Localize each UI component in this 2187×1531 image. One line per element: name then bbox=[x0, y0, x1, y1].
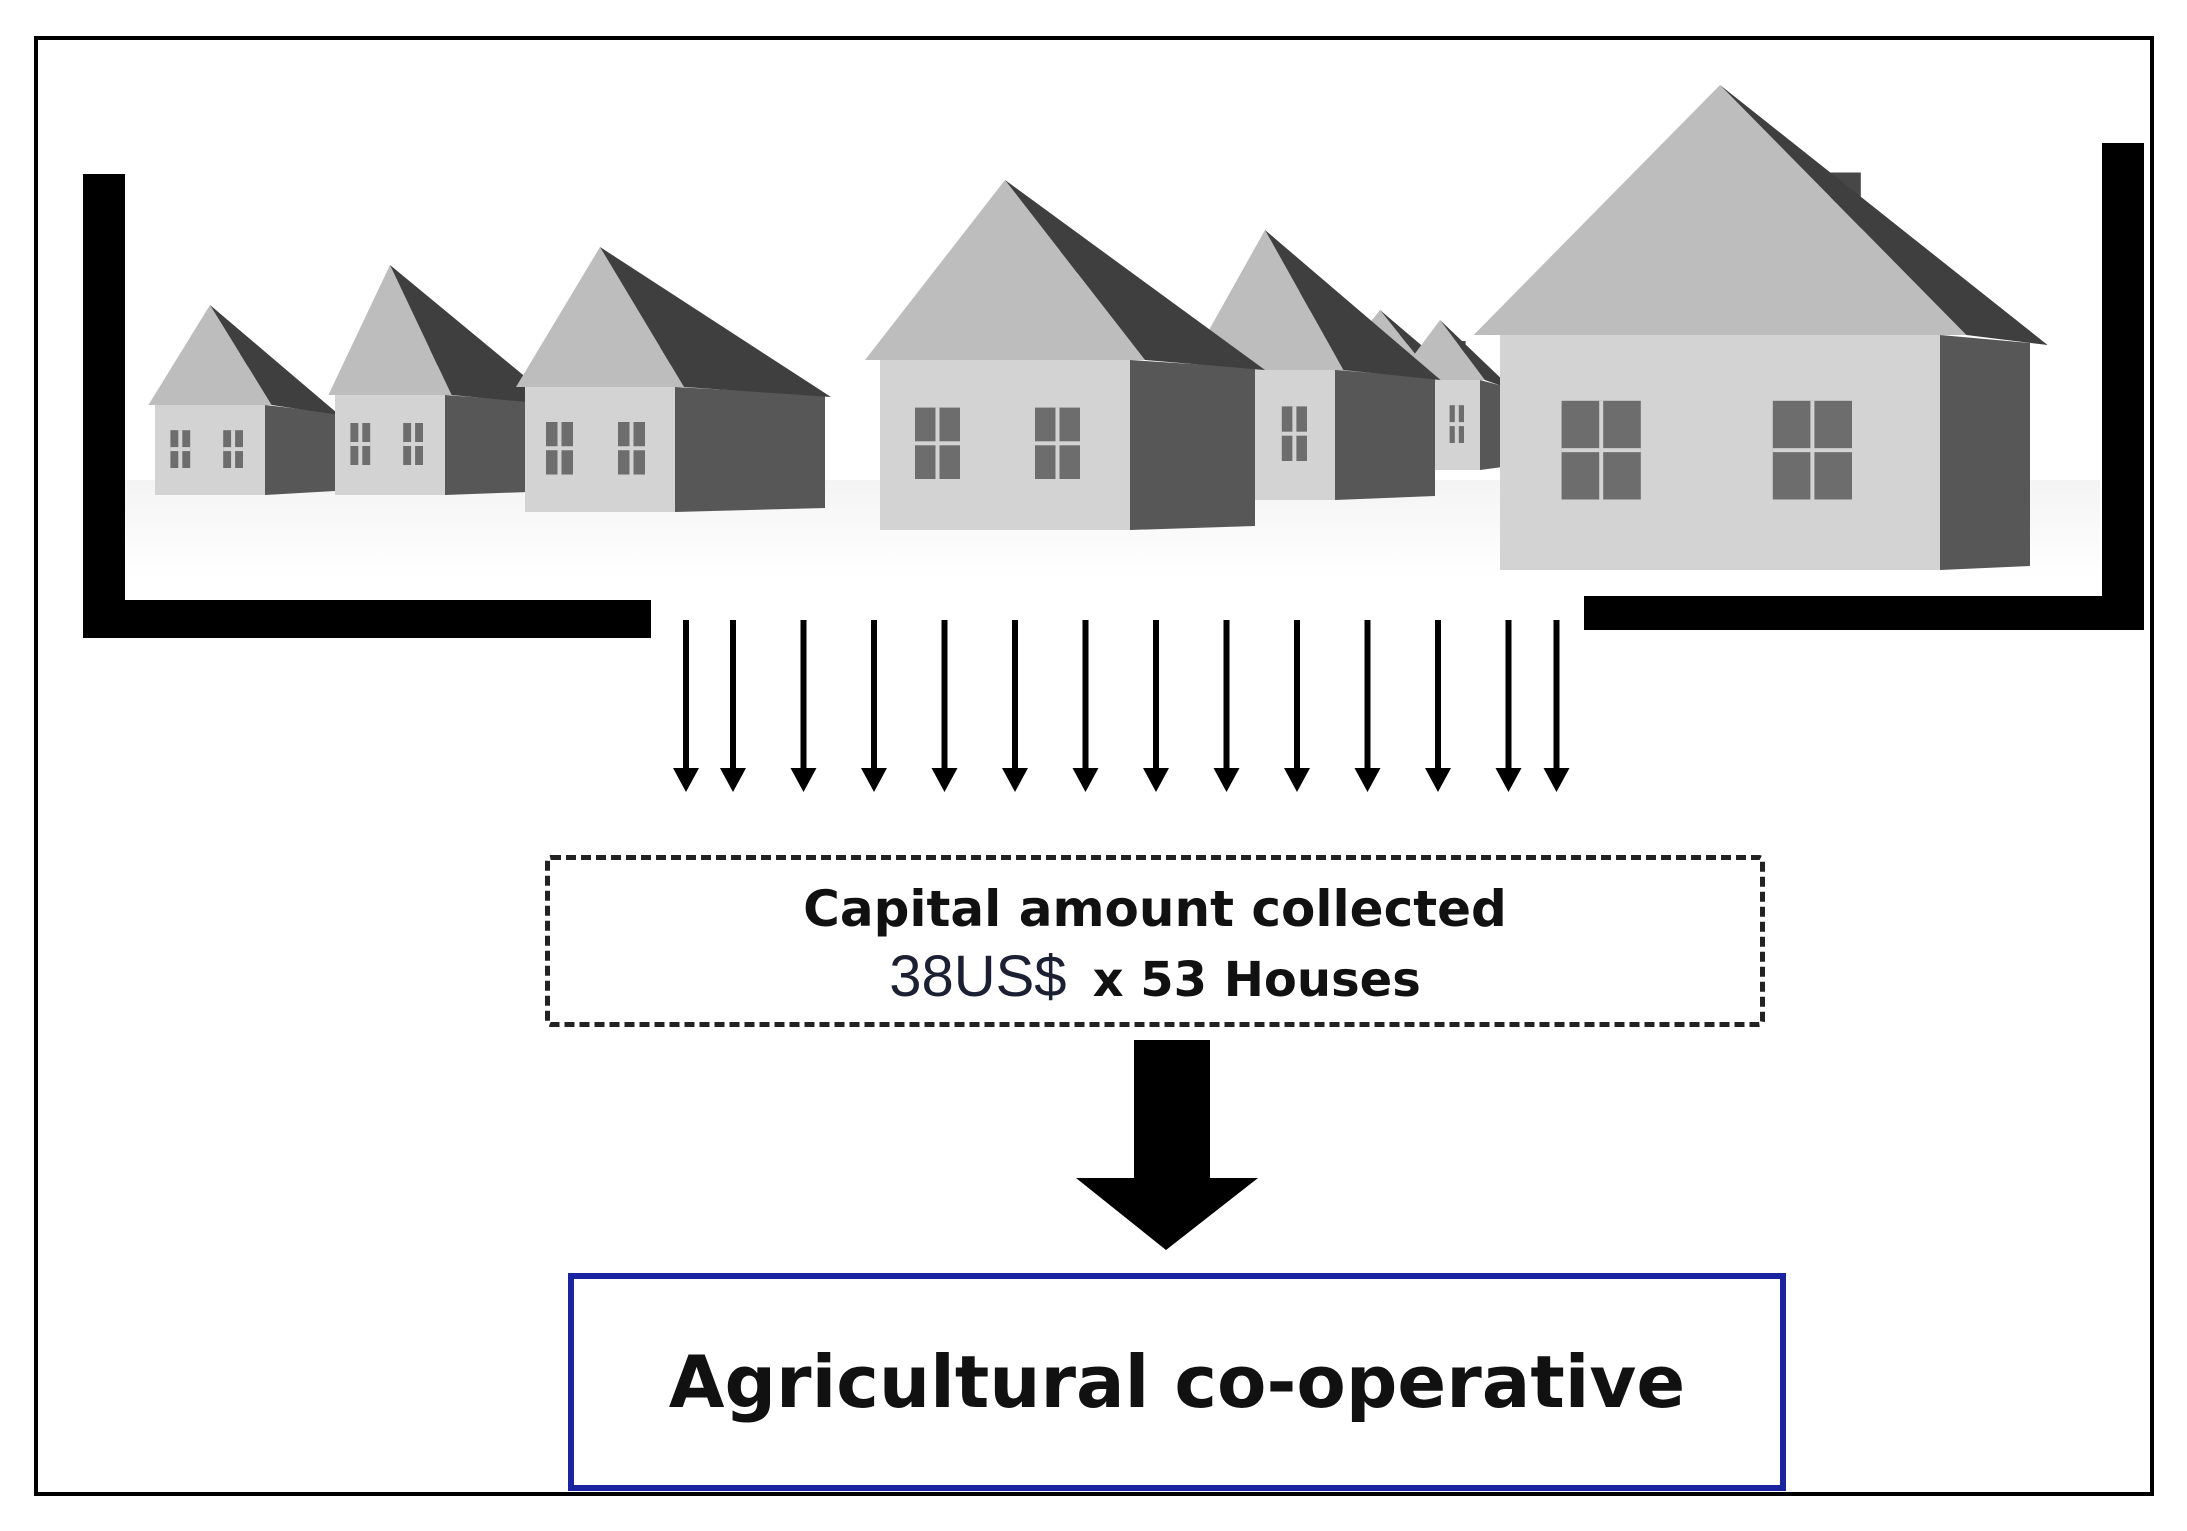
cooperative-label: Agricultural co-operative bbox=[668, 1340, 1686, 1424]
village-bracket bbox=[83, 143, 2144, 638]
capital-box: Capital amount collected 38US$ x 53 House… bbox=[545, 855, 1765, 1027]
down-arrow bbox=[1143, 620, 1169, 792]
contribution-arrows bbox=[673, 620, 1570, 792]
down-arrow bbox=[861, 620, 887, 792]
house-icon bbox=[148, 305, 340, 495]
cooperative-box: Agricultural co-operative bbox=[568, 1273, 1786, 1491]
down-arrow bbox=[1072, 620, 1099, 792]
down-arrow bbox=[673, 620, 699, 792]
down-arrow bbox=[1543, 620, 1570, 792]
down-arrow bbox=[1495, 620, 1522, 792]
capital-title: Capital amount collected bbox=[803, 880, 1507, 938]
capital-multiplier: x 53 Houses bbox=[1092, 952, 1421, 1008]
house-icon bbox=[865, 180, 1265, 530]
down-arrow bbox=[1425, 620, 1451, 792]
down-arrow bbox=[720, 620, 746, 792]
capital-amount: 38US$ bbox=[889, 944, 1067, 1009]
down-arrow bbox=[931, 620, 958, 792]
down-arrow bbox=[1284, 620, 1310, 792]
down-arrow bbox=[1002, 620, 1028, 792]
capital-line: 38US$ x 53 Houses bbox=[550, 945, 1760, 1009]
house-icon bbox=[516, 247, 831, 512]
down-arrow bbox=[790, 620, 817, 792]
down-arrow bbox=[1354, 620, 1381, 792]
down-arrow bbox=[1213, 620, 1240, 792]
big-down-arrow bbox=[1076, 1040, 1258, 1250]
houses-group bbox=[148, 85, 2048, 570]
house-icon bbox=[1473, 85, 2048, 570]
